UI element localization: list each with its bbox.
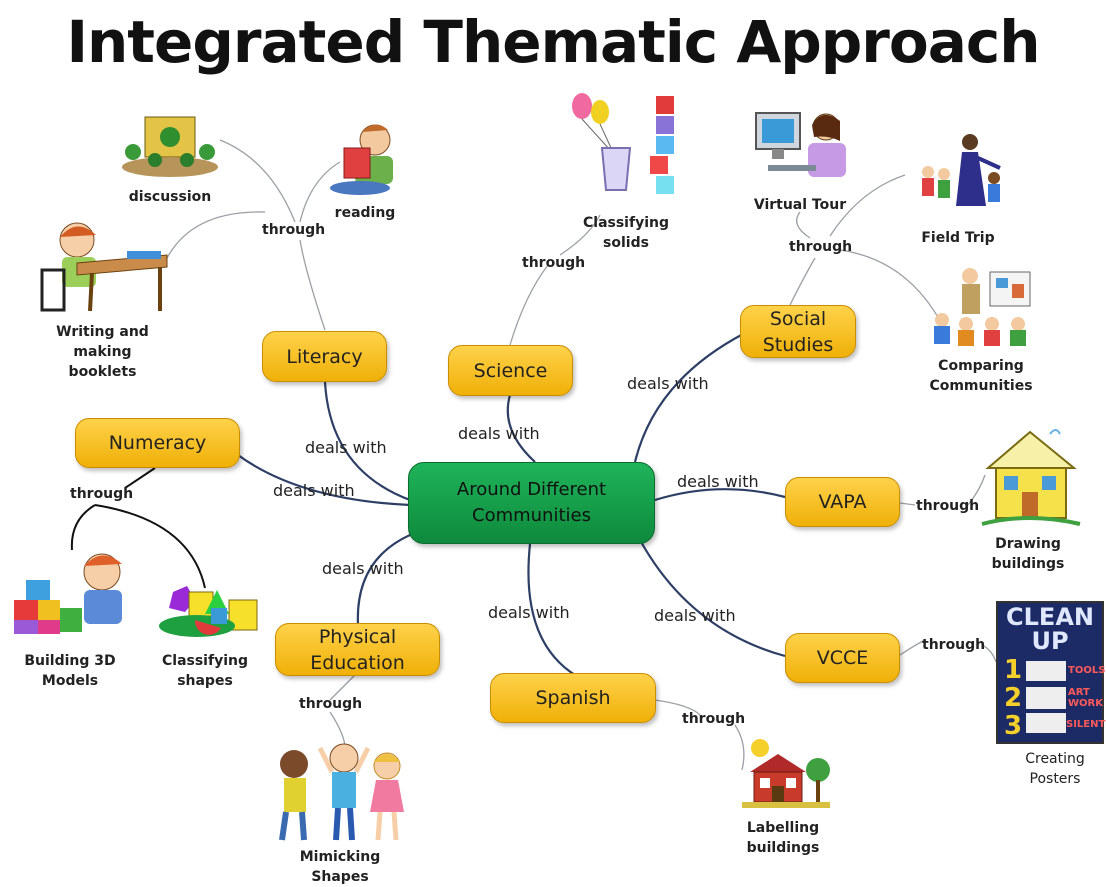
poster-step: 2 (1004, 683, 1023, 713)
label-deals-with: deals with (677, 472, 759, 491)
label-deals-with: deals with (627, 374, 709, 393)
caption-writing: Writing and making booklets (56, 324, 149, 380)
caption-mimicking-shapes: Mimicking Shapes (299, 849, 381, 885)
line-center-literacy (323, 381, 411, 502)
poster-tag: ART WORK (1068, 687, 1103, 709)
label-deals-with: deals with (305, 438, 387, 457)
label-through: through (522, 255, 586, 271)
center-node: Around Different Communities (408, 462, 655, 544)
label-through: through (299, 696, 363, 712)
reading-clipart (330, 124, 393, 195)
field-trip-clipart (922, 134, 1001, 206)
line-literacy-through (299, 239, 326, 331)
caption-discussion: discussion (128, 189, 212, 205)
line-center-spanish (527, 543, 576, 676)
line-spanish-through (654, 699, 701, 716)
label-deals-with: deals with (458, 424, 540, 443)
caption-drawing-buildings: Drawing buildings (991, 536, 1065, 572)
caption-classifying-shapes: Classifying shapes (162, 653, 248, 689)
caption-field-trip: Field Trip (921, 230, 995, 246)
writing-clipart (40, 222, 168, 312)
line-through-reading (299, 161, 341, 223)
clean-up-poster: CLEAN UP 1 2 3 TOOLS ART WORK SILENT (996, 601, 1106, 744)
poster-tag: TOOLS (1068, 665, 1106, 676)
caption-creating-posters: Creating Posters (1025, 751, 1085, 787)
line-center-social-studies (633, 332, 746, 463)
caption-virtual-tour: Virtual Tour (753, 197, 847, 213)
classifying-shapes-clipart (159, 586, 258, 637)
subject-science: Science (448, 345, 573, 396)
caption-labelling-buildings: Labelling buildings (746, 820, 820, 856)
line-through-comparing (839, 249, 946, 331)
line-through-shapes (94, 504, 206, 589)
page-title: Integrated Thematic Approach (66, 8, 1040, 76)
subject-numeracy: Numeracy (75, 418, 240, 468)
line-center-vapa (654, 488, 786, 502)
label-through: through (922, 637, 986, 653)
line-center-science (506, 394, 536, 463)
mimicking-shapes-clipart (279, 743, 404, 841)
label-through: through (262, 222, 326, 238)
subject-literacy: Literacy (262, 331, 387, 382)
line-center-vcce (639, 539, 786, 658)
caption-comparing-communities: Comparing Communities (929, 358, 1033, 394)
label-through: through (70, 486, 134, 502)
building-3d-models-clipart (14, 553, 122, 634)
line-center-numeracy (237, 454, 411, 507)
line-center-pe (356, 533, 411, 626)
line-pe-through (329, 674, 356, 701)
line-science-through (509, 264, 549, 346)
line-through-drawing (967, 474, 986, 506)
poster-step: 1 (1004, 655, 1023, 685)
subject-spanish: Spanish (490, 673, 656, 723)
line-through-solids (559, 214, 601, 256)
line-through-models (70, 504, 96, 551)
poster-tag: SILENT (1066, 719, 1106, 730)
label-through: through (682, 711, 746, 727)
line-through-field (829, 174, 906, 237)
line-social-through (789, 257, 816, 306)
subject-vapa: VAPA (785, 477, 900, 527)
line-vapa-through (899, 502, 916, 506)
drawing-buildings-clipart (981, 429, 1081, 526)
label-through: through (789, 239, 853, 255)
label-deals-with: deals with (273, 481, 355, 500)
caption-building-3d-models: Building 3D Models (24, 653, 116, 689)
labelling-buildings-clipart (742, 739, 830, 808)
line-vcce-through (899, 639, 926, 656)
subject-physical-education: Physical Education (275, 623, 440, 676)
line-through-discussion (219, 139, 296, 223)
line-through-virtual (796, 211, 811, 239)
comparing-communities-clipart (934, 268, 1031, 346)
virtual-tour-clipart (755, 112, 846, 177)
caption-classifying-solids: Classifying solids (583, 215, 669, 251)
line-through-labelling (734, 724, 745, 771)
label-through: through (916, 498, 980, 514)
line-through-writing (164, 211, 266, 263)
label-deals-with: deals with (488, 603, 570, 622)
subject-social-studies: Social Studies (740, 305, 856, 358)
subject-vcce: VCCE (785, 633, 900, 683)
line-through-posters (981, 644, 997, 663)
label-deals-with: deals with (322, 559, 404, 578)
label-deals-with: deals with (654, 606, 736, 625)
line-numeracy-through (124, 467, 156, 489)
caption-reading: reading (334, 205, 396, 221)
classifying-solids-clipart (572, 93, 674, 194)
poster-step: 3 (1004, 711, 1023, 741)
poster-heading: CLEAN UP (1006, 603, 1094, 655)
discussion-clipart (122, 116, 218, 177)
